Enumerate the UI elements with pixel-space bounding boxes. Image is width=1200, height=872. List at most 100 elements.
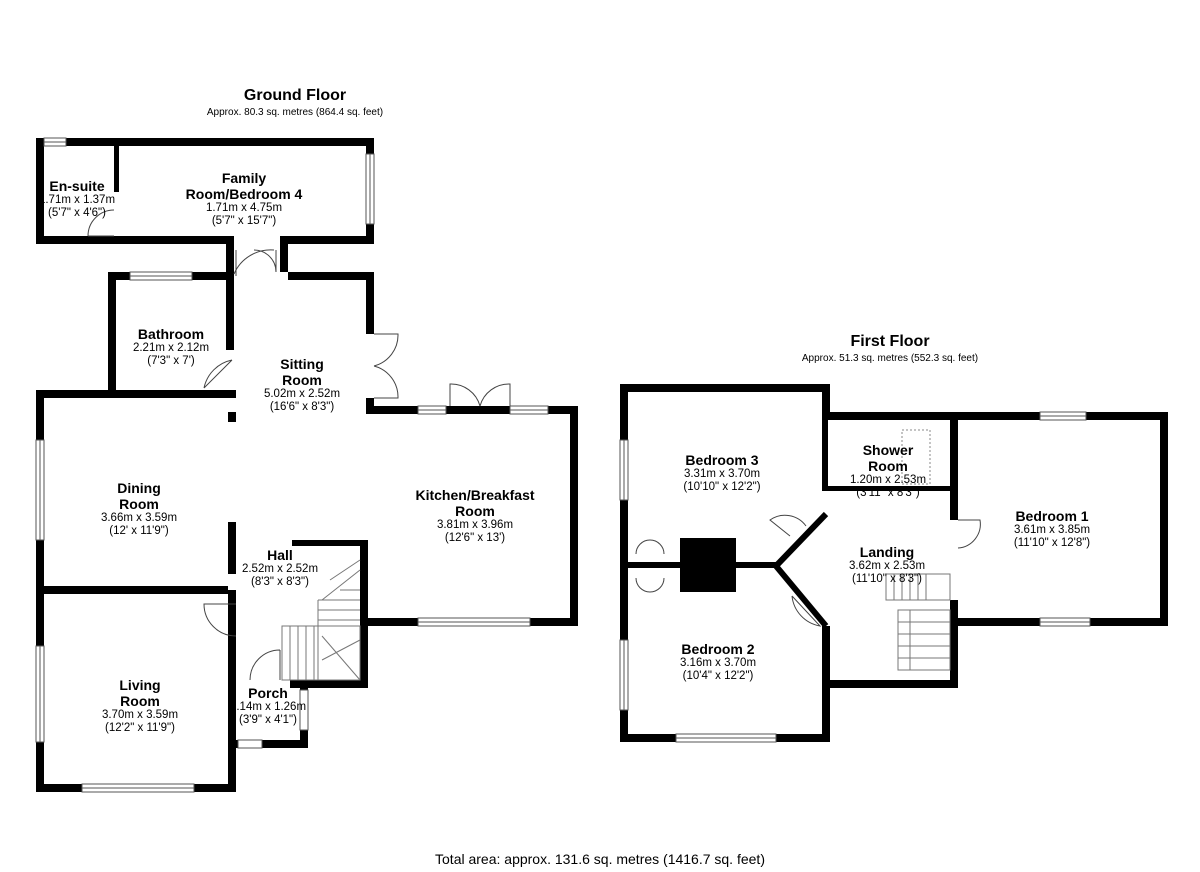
door-swing [769, 514, 807, 537]
room-metric: 3.62m x 2.53m [848, 560, 926, 572]
wall [108, 272, 116, 396]
room-metric: 1.71m x 4.75m [205, 202, 283, 214]
room-name: Living [119, 677, 161, 693]
room-metric: 1.20m x 2.53m [849, 474, 927, 486]
room-label-sitting-room: Sitting Room 5.02m x 2.52m (16'6" x 8'3"… [264, 356, 340, 414]
room-imperial: (10'4" x 12'2") [682, 670, 754, 682]
room-name: Room [455, 503, 495, 519]
room-label-en-suite: En-suite 1.71m x 1.37m (5'7" x 4'6") [39, 178, 115, 220]
room-label-shower-room: Shower Room 1.20m x 2.53m (3'11" x 8'3") [850, 442, 926, 500]
wall [570, 406, 578, 626]
wall [226, 236, 234, 286]
wall [822, 420, 828, 486]
room-label-dining-room: Dining Room 3.66m x 3.59m (12' x 11'9") [101, 480, 177, 538]
room-label-hall: Hall 2.52m x 2.52m (8'3" x 8'3") [242, 547, 318, 589]
room-name: Bedroom 1 [1015, 508, 1089, 524]
room-name: Bedroom 3 [685, 452, 759, 468]
room-imperial: (12' x 11'9") [109, 525, 169, 537]
wall [1160, 412, 1168, 626]
room-imperial: (3'11" x 8'3") [856, 487, 920, 499]
wall [36, 236, 234, 244]
room-name: Dining [117, 480, 161, 496]
wall [822, 412, 1168, 420]
wall [680, 538, 736, 592]
wall [36, 390, 44, 792]
wall [620, 384, 830, 392]
wall [822, 680, 958, 688]
room-label-family-room: Family Room/Bedroom 4 1.71m x 4.75m (5'7… [186, 170, 303, 228]
wall [773, 511, 829, 569]
door-swing [249, 649, 281, 681]
first-floor-area: Approx. 51.3 sq. metres (552.3 sq. feet) [801, 353, 979, 364]
wall [44, 586, 228, 594]
room-name: Room [119, 496, 159, 512]
wall [773, 564, 829, 628]
room-metric: 1.71m x 1.37m [38, 194, 116, 206]
room-name: Room [868, 458, 908, 474]
wall [290, 680, 368, 688]
wall [950, 420, 958, 520]
room-name: Porch [248, 685, 288, 701]
room-name: Room [120, 693, 160, 709]
room-metric: 3.81m x 3.96m [436, 519, 514, 531]
first-floor-title: First Floor [850, 333, 930, 350]
room-name: Sitting [280, 356, 324, 372]
total-area: Total area: approx. 131.6 sq. metres (14… [435, 851, 765, 867]
door-swing [635, 539, 665, 555]
wall [280, 244, 288, 272]
room-label-bedroom-1: Bedroom 1 3.61m x 3.85m (11'10" x 12'8") [1014, 508, 1090, 550]
room-imperial: (12'2" x 11'9") [105, 722, 175, 734]
room-metric: 3.70m x 3.59m [101, 709, 179, 721]
room-metric: 3.31m x 3.70m [683, 468, 761, 480]
door-swing [235, 249, 277, 276]
door-swing [87, 209, 115, 237]
door-swing [203, 359, 233, 389]
wall [822, 384, 830, 414]
room-imperial: (12'6" x 13') [444, 532, 506, 544]
ground-floor-title: Ground Floor [243, 87, 347, 104]
staircase [281, 625, 361, 681]
shower-tray [901, 429, 931, 485]
room-label-kitchen: Kitchen/Breakfast Room 3.81m x 3.96m (12… [415, 487, 534, 545]
door-swing [373, 333, 399, 399]
door-swing [791, 595, 822, 627]
wall [228, 412, 236, 422]
room-name: Hall [267, 547, 293, 563]
wall [36, 390, 236, 398]
ground-floor-area: Approx. 80.3 sq. metres (864.4 sq. feet) [206, 107, 384, 118]
wall [280, 236, 374, 244]
door-swing [203, 603, 237, 637]
room-imperial: (11'10" x 8'3") [852, 573, 922, 585]
room-metric: 5.02m x 2.52m [263, 388, 341, 400]
wall [114, 146, 119, 192]
door-swing [449, 383, 511, 407]
room-metric: 2.21m x 2.12m [132, 342, 210, 354]
room-label-living-room: Living Room 3.70m x 3.59m (12'2" x 11'9"… [102, 677, 178, 735]
wall [228, 522, 236, 574]
wall [36, 138, 44, 244]
wall [360, 540, 368, 688]
room-name: Room [282, 372, 322, 388]
room-name: Family [221, 170, 267, 186]
wall [736, 562, 778, 568]
room-name: Landing [859, 544, 915, 560]
room-name: Bedroom 2 [681, 641, 755, 657]
door-swing [635, 577, 665, 593]
room-metric: 2.52m x 2.52m [241, 563, 319, 575]
room-metric: 1.14m x 1.26m [229, 701, 307, 713]
room-label-bedroom-2: Bedroom 2 3.16m x 3.70m (10'4" x 12'2") [680, 641, 756, 683]
wall [236, 740, 308, 748]
room-imperial: (3'9" x 4'1") [239, 714, 297, 726]
window [299, 689, 309, 731]
room-imperial: (7'3" x 7') [147, 355, 195, 367]
door-swing [957, 519, 981, 549]
room-metric: 3.66m x 3.59m [100, 512, 178, 524]
wall [950, 626, 958, 688]
room-label-bathroom: Bathroom 2.21m x 2.12m (7'3" x 7') [133, 326, 209, 368]
room-label-bedroom-3: Bedroom 3 3.31m x 3.70m (10'10" x 12'2") [683, 452, 760, 494]
wall [366, 406, 578, 414]
room-imperial: (5'7" x 4'6") [48, 207, 106, 219]
room-label-landing: Landing 3.62m x 2.53m (11'10" x 8'3") [849, 544, 925, 586]
room-metric: 3.61m x 3.85m [1013, 524, 1091, 536]
